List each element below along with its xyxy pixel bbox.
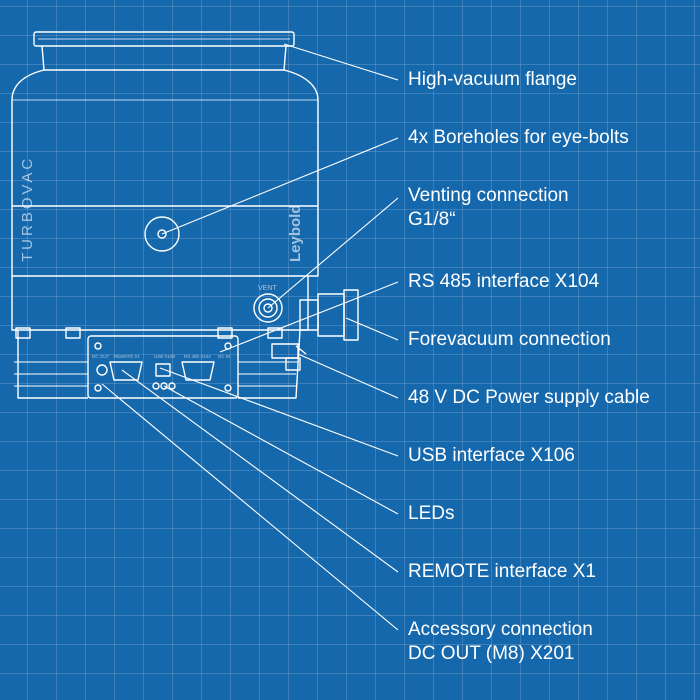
leader-rs485-interface bbox=[219, 281, 399, 353]
callout-rs485-interface: RS 485 interface X104 bbox=[408, 270, 599, 294]
leader-venting-connection bbox=[267, 197, 399, 309]
panel-rs485: RS 485 X104 bbox=[184, 354, 211, 359]
vent-mark: VENT bbox=[258, 285, 277, 292]
callout-venting-connection: Venting connection G1/8“ bbox=[408, 184, 569, 232]
logo: Leybold bbox=[287, 204, 304, 262]
leader-high-vacuum-flange bbox=[283, 43, 399, 81]
callout-leaders bbox=[101, 43, 399, 631]
forevacuum-flange-shape bbox=[299, 289, 359, 341]
callout-text: RS 485 interface X104 bbox=[408, 271, 600, 292]
callout-text: Forevacuum connection bbox=[408, 329, 611, 350]
leader-usb-interface bbox=[159, 367, 399, 457]
leader-leds bbox=[163, 385, 399, 515]
callout-text-line2: DC OUT (M8) X201 bbox=[408, 643, 575, 664]
leader-accessory-connection bbox=[101, 383, 399, 631]
callout-forevacuum-connection: Forevacuum connection bbox=[408, 328, 611, 352]
lower-housing bbox=[11, 206, 319, 399]
callout-text: Accessory connection bbox=[408, 619, 593, 640]
callout-text: USB interface X106 bbox=[408, 445, 575, 466]
power-cable-shape bbox=[271, 343, 307, 371]
callout-text: 48 V DC Power supply cable bbox=[408, 387, 650, 408]
upper-housing bbox=[11, 69, 319, 207]
leader-forevacuum-connection bbox=[345, 317, 399, 341]
leader-power-supply-cable bbox=[297, 353, 399, 399]
callout-power-supply-cable: 48 V DC Power supply cable bbox=[408, 386, 650, 410]
vent-connection-shape bbox=[253, 293, 283, 323]
callout-text: Venting connection bbox=[408, 185, 569, 206]
high-vacuum-flange-shape bbox=[33, 31, 295, 71]
callout-text: 4x Boreholes for eye-bolts bbox=[408, 127, 629, 148]
callout-accessory-connection: Accessory connection DC OUT (M8) X201 bbox=[408, 618, 593, 666]
callout-high-vacuum-flange: High-vacuum flange bbox=[408, 68, 577, 92]
panel-usb: USB X106 bbox=[154, 354, 176, 359]
callout-usb-interface: USB interface X106 bbox=[408, 444, 575, 468]
panel-dc-out: DC OUT bbox=[92, 354, 109, 359]
leader-boreholes bbox=[161, 137, 399, 235]
callout-text: LEDs bbox=[408, 503, 455, 524]
panel-dc-in: DC IN bbox=[218, 354, 230, 359]
callout-boreholes: 4x Boreholes for eye-bolts bbox=[408, 126, 629, 150]
eyebolt-borehole-shape bbox=[144, 216, 180, 252]
side-brand: TURBOVAC bbox=[19, 156, 36, 262]
leader-remote-interface bbox=[121, 369, 399, 573]
callout-text: High-vacuum flange bbox=[408, 69, 577, 90]
callout-leds: LEDs bbox=[408, 502, 454, 526]
callout-text: REMOTE interface X1 bbox=[408, 561, 596, 582]
callout-text-line2: G1/8“ bbox=[408, 209, 456, 230]
panel-remote: REMOTE X1 bbox=[114, 354, 141, 359]
callout-remote-interface: REMOTE interface X1 bbox=[408, 560, 596, 584]
